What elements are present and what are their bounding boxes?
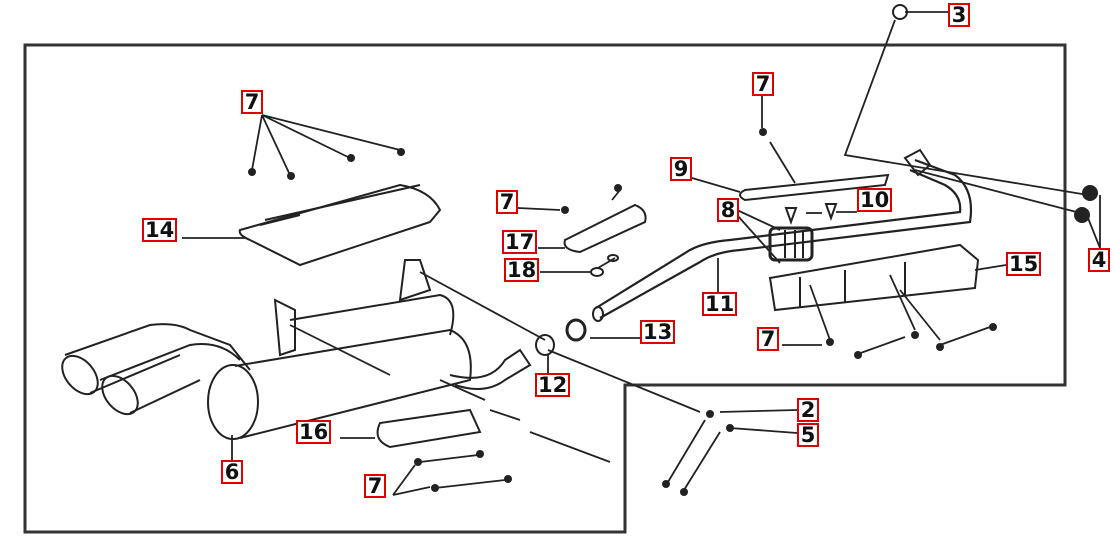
callout-4: 4 (1088, 248, 1110, 272)
part-16-heat-shield (376, 408, 482, 449)
callout-14: 14 (142, 218, 178, 242)
callout-2: 2 (797, 398, 819, 422)
part-6-muffler (61, 259, 532, 440)
callout-7: 7 (752, 72, 774, 96)
callout-18: 18 (504, 258, 540, 282)
callout-7: 7 (496, 190, 518, 214)
callout-8: 8 (717, 198, 739, 222)
callout-15: 15 (1006, 252, 1042, 276)
callout-16: 16 (296, 420, 332, 444)
part-9-heat-shield (739, 173, 890, 202)
part-4-nut (1074, 207, 1090, 223)
part-15-heat-shield (768, 243, 980, 312)
callout-7: 7 (364, 474, 386, 498)
part-12-gasket (535, 334, 555, 356)
part-17-heat-shield (563, 203, 647, 254)
callout-3: 3 (948, 3, 970, 27)
callout-11: 11 (702, 292, 738, 316)
part-10-screws (784, 203, 838, 225)
part-13-gasket (565, 318, 587, 342)
part-8-clamp (768, 226, 814, 262)
callout-7: 7 (241, 90, 263, 114)
callout-5: 5 (797, 423, 819, 447)
part-14-heat-shield (238, 183, 442, 267)
callout-13: 13 (640, 320, 676, 344)
part-3-nut (892, 4, 908, 20)
callout-17: 17 (502, 230, 538, 254)
callout-9: 9 (670, 157, 692, 181)
callout-6: 6 (221, 460, 243, 484)
bolts-7 (248, 128, 997, 496)
callout-12: 12 (535, 373, 571, 397)
part-4-nut (1082, 185, 1098, 201)
callout-10: 10 (857, 188, 893, 212)
diagram-frame (23, 43, 1067, 534)
part-18-washer (590, 267, 604, 277)
callout-7: 7 (757, 327, 779, 351)
part-11-header-pipe (595, 158, 973, 319)
